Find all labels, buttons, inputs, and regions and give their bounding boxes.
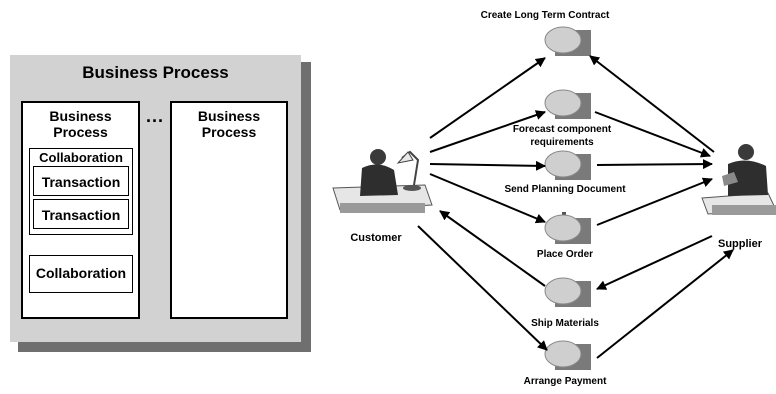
node-create-contract (544, 26, 591, 56)
collaboration-label-1: Collaboration (39, 150, 123, 165)
node-arrange-payment (544, 340, 591, 370)
arrow-supplier-to-ship (596, 235, 713, 290)
transaction-label-1: Transaction (41, 174, 121, 190)
arrow-customer-to-contract (429, 57, 546, 139)
label-arrange-payment: Arrange Payment (523, 376, 607, 387)
transaction-box-1: Transaction (33, 166, 129, 196)
label-place-order: Place Order (536, 249, 594, 260)
arrow-order-to-supplier (596, 177, 713, 226)
arrow-payment-to-supplier (596, 249, 734, 359)
label-create-contract: Create Long Term Contract (480, 10, 610, 21)
label-customer: Customer (350, 232, 402, 244)
label-send-planning: Send Planning Document (504, 184, 626, 195)
arrow-ship-to-customer (439, 210, 546, 287)
node-place-order (544, 212, 591, 244)
process1-label-line1: Business (49, 108, 112, 124)
arrow-customer-to-order (429, 173, 546, 224)
process2-label-line2: Process (201, 124, 257, 140)
label-ship-materials: Ship Materials (531, 318, 599, 329)
arrows (417, 55, 734, 359)
collaboration-box-2: Collaboration (29, 255, 133, 293)
node-send-planning (544, 150, 591, 180)
ellipsis: ... (146, 106, 165, 126)
collaboration-label-2: Collaboration (35, 265, 127, 281)
business-process-title: Business Process (82, 63, 229, 82)
node-forecast (544, 89, 591, 119)
arrow-customer-to-payment (417, 225, 548, 351)
node-ship-materials (544, 277, 591, 307)
arrow-customer-to-planning (429, 160, 546, 171)
label-forecast-line1: Forecast component (512, 124, 612, 135)
business-process-box-2: Business Process (170, 101, 288, 319)
customer-figure (332, 149, 433, 213)
transaction-box-2: Transaction (33, 199, 129, 229)
arrow-customer-to-forecast (429, 110, 546, 153)
transaction-label-2: Transaction (41, 207, 121, 223)
label-forecast-line2: requirements (530, 137, 594, 148)
supplier-figure (701, 144, 776, 215)
process1-label-line2: Process (53, 124, 108, 140)
arrow-forecast-to-supplier (594, 111, 711, 158)
arrow-planning-to-supplier (596, 159, 713, 170)
label-supplier: Supplier (717, 238, 762, 250)
process2-label-line1: Business (197, 108, 261, 124)
arrow-supplier-to-contract (589, 55, 715, 153)
